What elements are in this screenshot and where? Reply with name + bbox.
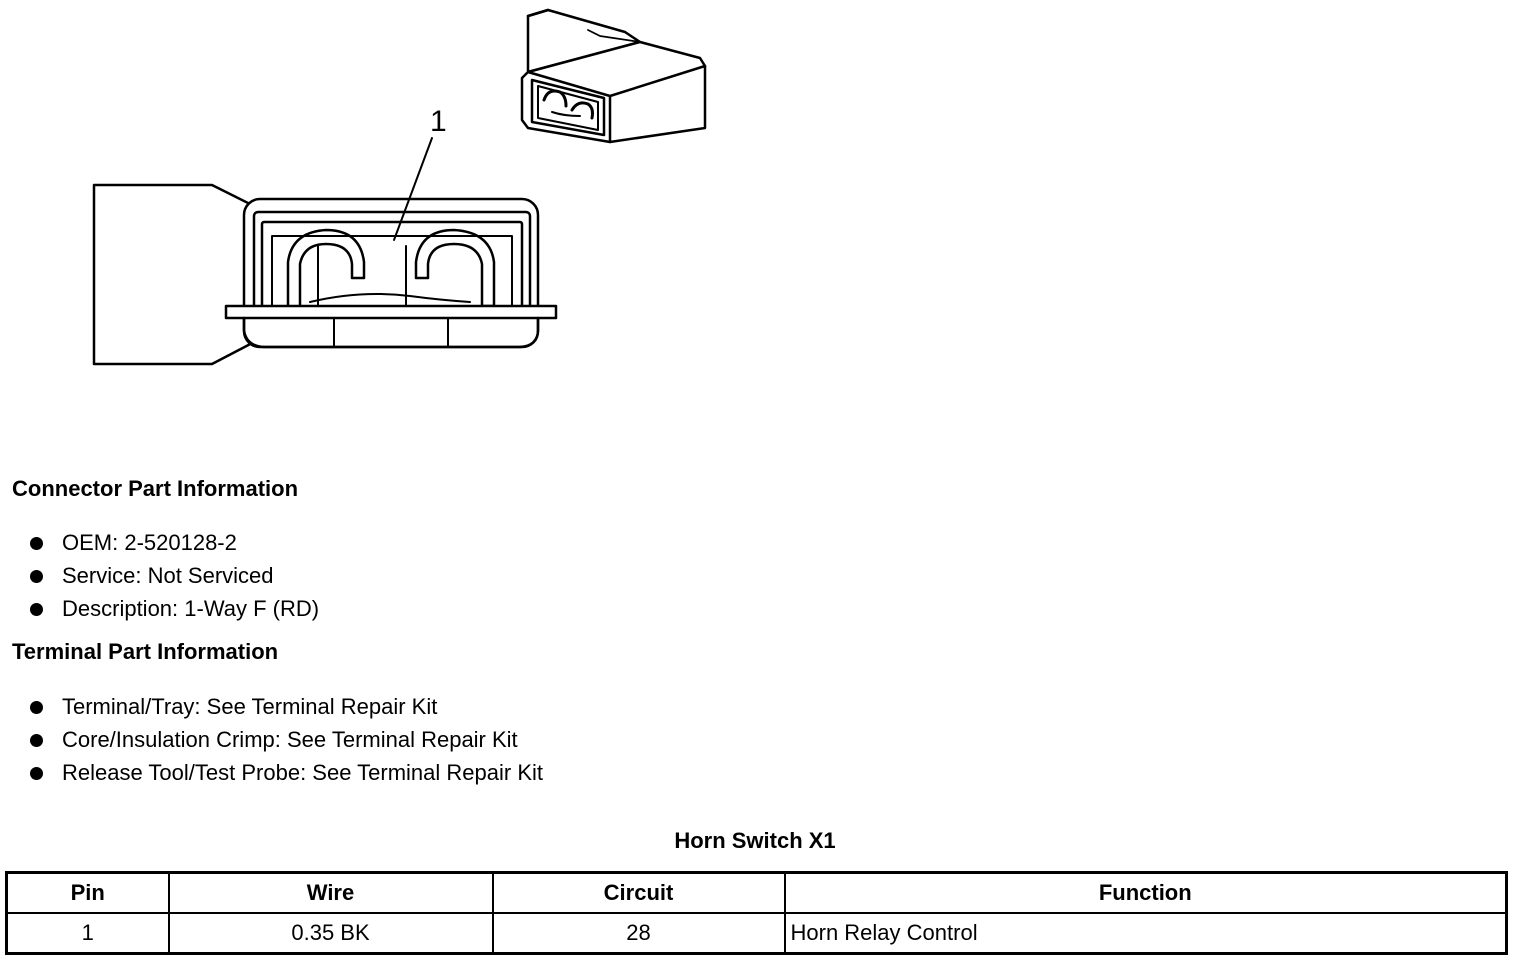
list-item: Core/Insulation Crimp: See Terminal Repa… <box>28 726 543 759</box>
bullet-icon <box>30 734 43 747</box>
list-item: Service: Not Serviced <box>28 562 319 595</box>
list-item: OEM: 2-520128-2 <box>28 529 319 562</box>
bullet-icon <box>30 767 43 780</box>
list-item-text: Terminal/Tray: See Terminal Repair Kit <box>62 694 438 719</box>
cell-pin: 1 <box>5 912 170 955</box>
table-row: 1 0.35 BK 28 Horn Relay Control <box>5 912 1508 955</box>
list-item-text: Description: 1-Way F (RD) <box>62 596 320 621</box>
list-item-text: Service: Not Serviced <box>62 563 274 588</box>
bullet-icon <box>30 701 43 714</box>
column-header-circuit: Circuit <box>491 871 786 914</box>
bullet-icon <box>30 537 43 550</box>
connector-iso-view <box>520 8 707 144</box>
list-item: Description: 1-Way F (RD) <box>28 595 319 628</box>
connector-front-view <box>92 137 558 366</box>
column-header-pin: Pin <box>5 871 170 914</box>
bullet-icon <box>30 603 43 616</box>
list-item-text: Release Tool/Test Probe: See Terminal Re… <box>62 760 543 785</box>
list-item: Terminal/Tray: See Terminal Repair Kit <box>28 693 543 726</box>
bullet-icon <box>30 570 43 583</box>
column-header-wire: Wire <box>167 871 494 914</box>
column-header-function: Function <box>783 871 1508 914</box>
callout-label-1: 1 <box>430 105 447 138</box>
cell-wire: 0.35 BK <box>167 912 494 955</box>
terminal-info-list: Terminal/Tray: See Terminal Repair Kit C… <box>28 693 543 792</box>
table-header-row: Pin Wire Circuit Function <box>5 871 1508 914</box>
list-item-text: OEM: 2-520128-2 <box>62 530 237 555</box>
list-item-text: Core/Insulation Crimp: See Terminal Repa… <box>62 727 518 752</box>
connector-info-list: OEM: 2-520128-2 Service: Not Serviced De… <box>28 529 319 628</box>
terminal-part-information-heading: Terminal Part Information <box>12 639 279 664</box>
list-item: Release Tool/Test Probe: See Terminal Re… <box>28 759 543 792</box>
connector-drawing <box>92 8 707 366</box>
cell-circuit: 28 <box>491 912 786 955</box>
cell-function: Horn Relay Control <box>783 912 1508 955</box>
connector-part-information-heading: Connector Part Information <box>12 476 299 501</box>
table-title: Horn Switch X1 <box>674 828 836 853</box>
pin-table: Pin Wire Circuit Function 1 0.35 BK 28 H… <box>5 871 1508 955</box>
